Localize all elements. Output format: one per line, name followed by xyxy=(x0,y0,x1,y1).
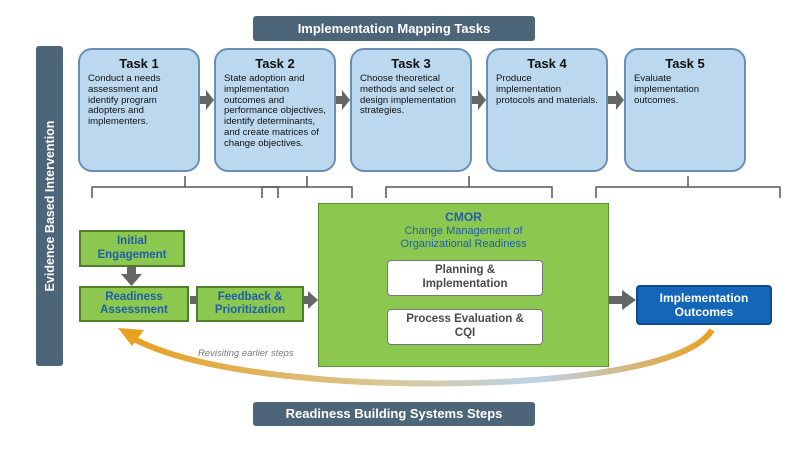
initial-engagement-box: Initial Engagement xyxy=(79,230,185,267)
task-title: Task 5 xyxy=(665,56,705,71)
arrow-cmor-to-outcomes xyxy=(609,290,636,310)
process-evaluation-box: Process Evaluation & CQI xyxy=(387,309,543,345)
task-description: Conduct a needs assessment and identify … xyxy=(88,73,161,128)
cmor-title: CMOR xyxy=(445,210,482,224)
task-description: Choose theoretical methods and select or… xyxy=(360,73,456,117)
task-arrow-2 xyxy=(336,90,350,110)
revisit-arrowhead xyxy=(118,328,144,346)
header-title: Implementation Mapping Tasks xyxy=(297,21,491,36)
cmor-box: CMOR Change Management of Organizational… xyxy=(318,203,609,367)
task-4-box: Task 4 Produce implementation protocols … xyxy=(486,48,608,172)
bracket-3 xyxy=(385,176,553,198)
task-description: Evaluate implementation outcomes. xyxy=(634,73,700,106)
task-5-box: Task 5 Evaluate implementation outcomes. xyxy=(624,48,746,172)
implementation-outcomes-box: Implementation Outcomes xyxy=(636,285,772,325)
task-arrow-4 xyxy=(608,90,624,110)
arrow-feedback-to-cmor xyxy=(303,291,318,309)
readiness-assessment-box: Readiness Assessment xyxy=(79,286,189,322)
task-arrow-1 xyxy=(200,90,214,110)
revisit-label: Revisiting earlier steps xyxy=(198,348,294,359)
task-title: Task 3 xyxy=(391,56,431,71)
task-title: Task 4 xyxy=(527,56,567,71)
header-banner: Implementation Mapping Tasks xyxy=(253,16,535,41)
down-arrow xyxy=(121,265,142,286)
task-description: State adoption and implementation outcom… xyxy=(224,73,326,149)
task-3-box: Task 3 Choose theoretical methods and se… xyxy=(350,48,472,172)
initial-engagement-label: Initial Engagement xyxy=(97,235,167,261)
revisit-curve xyxy=(130,328,715,387)
side-banner: Evidence Based Intervention xyxy=(36,46,63,366)
cmor-subtitle-text: Change Management of Organizational Read… xyxy=(400,225,527,250)
task-1-box: Task 1 Conduct a needs assessment and id… xyxy=(78,48,200,172)
task-2-box: Task 2 State adoption and implementation… xyxy=(214,48,336,172)
bracket-1 xyxy=(91,176,279,198)
task-description: Produce implementation protocols and mat… xyxy=(496,73,598,106)
bracket-2 xyxy=(261,176,353,198)
planning-implementation-label: Planning & Implementation xyxy=(422,264,508,290)
cmor-subtitle: Change Management of Organizational Read… xyxy=(319,225,608,251)
feedback-prioritization-box: Feedback & Prioritization xyxy=(196,286,304,322)
readiness-assessment-label: Readiness Assessment xyxy=(100,290,168,316)
feedback-prioritization-label: Feedback & Prioritization xyxy=(214,290,286,316)
task-title: Task 1 xyxy=(119,56,159,71)
bracket-4 xyxy=(595,176,781,198)
task-arrow-3 xyxy=(472,90,486,110)
implementation-outcomes-label: Implementation Outcomes xyxy=(659,290,749,319)
footer-banner: Readiness Building Systems Steps xyxy=(253,402,535,426)
footer-title: Readiness Building Systems Steps xyxy=(285,406,503,421)
planning-implementation-box: Planning & Implementation xyxy=(387,260,543,296)
task-title: Task 2 xyxy=(255,56,295,71)
process-evaluation-label: Process Evaluation & CQI xyxy=(406,313,524,339)
